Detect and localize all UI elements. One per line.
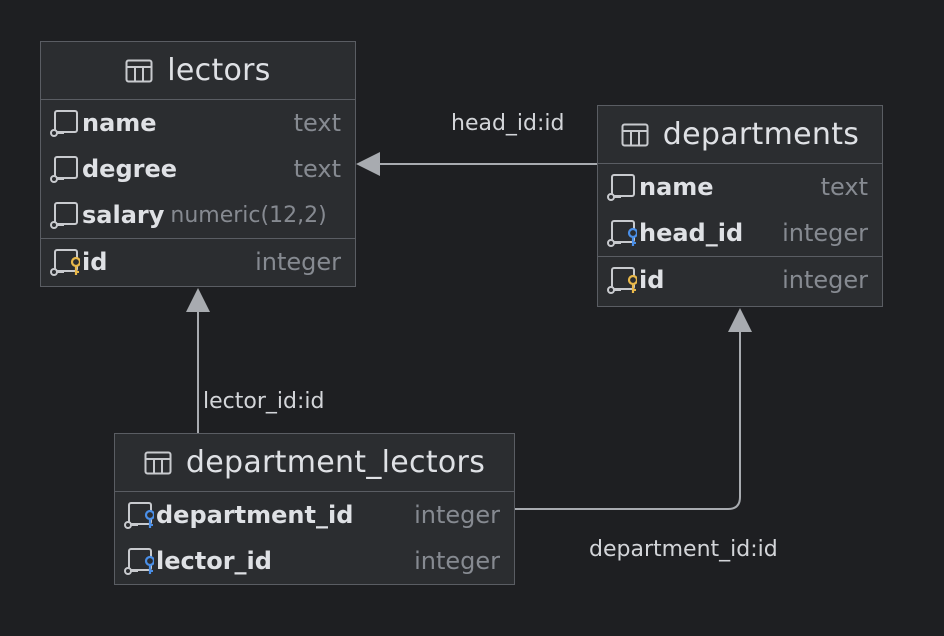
column-icon xyxy=(607,172,639,202)
table-title: department_lectors xyxy=(185,445,486,480)
column-name: department_id xyxy=(156,501,354,529)
column-name: name xyxy=(639,173,714,201)
table-title: departments xyxy=(662,117,860,152)
column-row[interactable]: name text xyxy=(598,164,882,210)
column-name: degree xyxy=(82,155,178,183)
primary-key-row[interactable]: id integer xyxy=(41,239,355,285)
column-name: head_id xyxy=(639,219,744,247)
column-icon xyxy=(50,108,82,138)
foreign-key-icon xyxy=(124,546,156,576)
foreign-key-row[interactable]: department_id integer xyxy=(115,492,514,538)
edge-label-head: head_id:id xyxy=(451,111,565,136)
column-type: integer xyxy=(782,266,868,294)
column-type: integer xyxy=(414,501,500,529)
column-type: text xyxy=(293,109,341,137)
column-type: text xyxy=(820,173,868,201)
column-type: numeric(12,2) xyxy=(170,202,327,228)
primary-key-row[interactable]: id integer xyxy=(598,257,882,303)
column-name: name xyxy=(82,109,157,137)
column-name: salary xyxy=(82,201,165,229)
table-icon xyxy=(621,123,649,147)
arrowhead-departments-bottom xyxy=(728,308,752,332)
column-name: id xyxy=(639,266,665,294)
primary-key-icon xyxy=(607,265,639,295)
column-row[interactable]: salary numeric(12,2) xyxy=(41,192,355,238)
table-lectors[interactable]: lectors name text degree text salary num… xyxy=(40,41,356,287)
table-header[interactable]: department_lectors xyxy=(115,434,514,492)
column-icon xyxy=(50,154,82,184)
table-icon xyxy=(125,59,153,83)
table-header[interactable]: lectors xyxy=(41,42,355,100)
column-icon xyxy=(50,200,82,230)
column-type: text xyxy=(293,155,341,183)
column-type: integer xyxy=(414,547,500,575)
table-departments[interactable]: departments name text head_id integer id… xyxy=(597,105,883,307)
column-type: integer xyxy=(255,248,341,276)
foreign-key-row[interactable]: head_id integer xyxy=(598,210,882,256)
foreign-key-icon xyxy=(124,500,156,530)
column-type: integer xyxy=(782,219,868,247)
column-name: id xyxy=(82,248,108,276)
table-header[interactable]: departments xyxy=(598,106,882,164)
table-icon xyxy=(144,451,172,475)
foreign-key-icon xyxy=(607,218,639,248)
edge-label-department: department_id:id xyxy=(589,537,778,562)
table-title: lectors xyxy=(167,53,271,88)
column-row[interactable]: degree text xyxy=(41,146,355,192)
table-department-lectors[interactable]: department_lectors department_id integer… xyxy=(114,433,515,585)
primary-key-icon xyxy=(50,247,82,277)
edge-department-id[interactable] xyxy=(514,310,741,510)
edge-label-lector: lector_id:id xyxy=(203,389,325,414)
foreign-key-row[interactable]: lector_id integer xyxy=(115,538,514,584)
column-row[interactable]: name text xyxy=(41,100,355,146)
column-name: lector_id xyxy=(156,547,272,575)
arrowhead-lectors-right xyxy=(356,152,380,176)
arrowhead-lectors-bottom xyxy=(186,288,210,312)
